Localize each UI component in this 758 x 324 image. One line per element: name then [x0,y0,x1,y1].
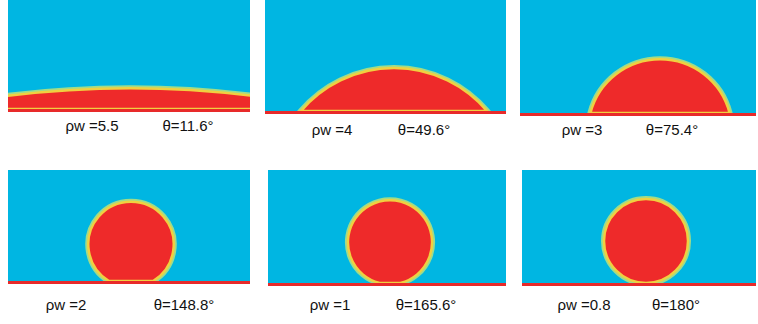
ambient-fluid [268,170,506,286]
angle-label: θ=148.8° [154,296,215,314]
simulation-panel [268,170,506,286]
ambient-fluid [520,0,756,116]
interface-halo [348,200,432,283]
droplet [348,200,432,283]
density-label: ρw =2 [46,296,87,314]
interface-halo [604,199,688,283]
droplet [8,88,250,109]
density-label: ρw =4 [312,121,353,139]
solid-wall [522,283,756,286]
droplet [88,202,173,281]
ambient-fluid [8,170,250,284]
solid-wall [265,111,506,114]
interface-halo [88,202,173,281]
angle-label: θ=49.6° [398,121,450,139]
solid-wall [520,113,756,116]
angle-label: θ=165.6° [396,296,457,314]
solid-wall [8,109,250,112]
interface-halo [301,68,487,111]
droplet [604,199,688,283]
angle-label: θ=180° [652,296,700,314]
angle-label: θ=75.4° [646,121,698,139]
droplet [590,59,729,113]
density-label: ρw =5.5 [65,117,118,135]
interface-halo [590,59,729,113]
angle-label: θ=11.6° [162,117,213,135]
droplet [301,68,487,111]
simulation-panel [522,170,756,286]
simulation-panel [520,0,756,116]
solid-wall [8,281,250,284]
simulation-panel [8,0,250,112]
simulation-panel [8,170,250,284]
density-label: ρw =0.8 [557,296,610,314]
ambient-fluid [522,170,756,286]
ambient-fluid [265,0,506,114]
interface-halo [8,88,250,109]
simulation-panel [265,0,506,114]
density-label: ρw =3 [562,121,603,139]
solid-wall [268,283,506,286]
density-label: ρw =1 [310,296,351,314]
